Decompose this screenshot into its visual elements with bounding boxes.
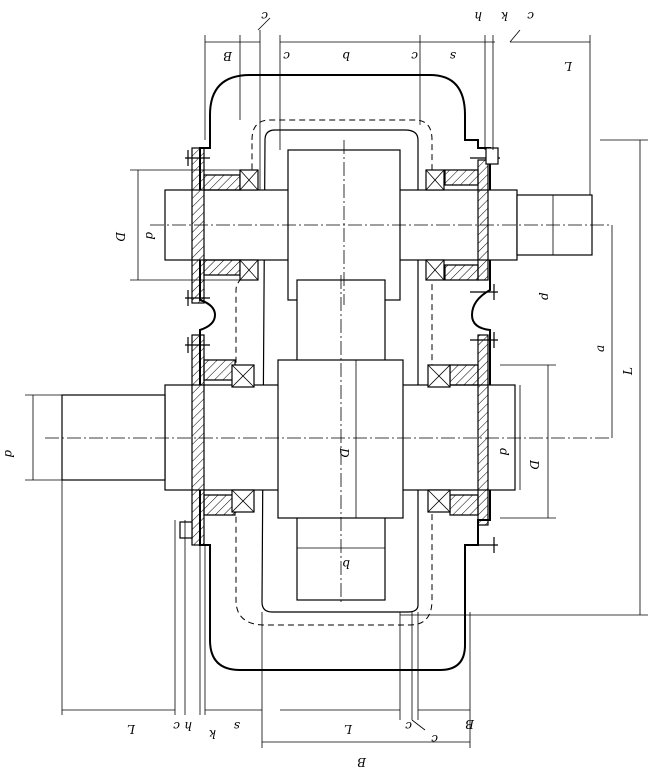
label-s-top: s	[450, 49, 456, 63]
label-d-left: d	[2, 450, 16, 458]
bearing-upper-right	[425, 169, 445, 281]
label-c-mid-top: c	[411, 49, 418, 63]
label-L-top: L	[564, 59, 573, 73]
inner-dashed-outline	[235, 119, 433, 626]
upper-right-cap	[477, 159, 489, 281]
lower-left-cover	[203, 359, 236, 381]
label-B-bottom-right: B	[465, 717, 475, 731]
upper-left-cover	[203, 174, 241, 191]
upper-left-cover-b	[203, 259, 241, 276]
label-d-upper: d	[143, 232, 157, 240]
lower-left-cover-b	[203, 494, 236, 516]
label-c-bottom-right: c	[431, 732, 438, 746]
label-B-top: B	[223, 49, 233, 63]
dimension-lines	[25, 17, 648, 748]
inner-cavity	[261, 129, 419, 613]
label-c-bottom-left: c	[173, 719, 180, 733]
label-b-top: b	[342, 49, 350, 63]
lower-gear-hub	[277, 359, 404, 519]
upper-left-cap	[191, 147, 205, 304]
label-c-top: c	[261, 9, 268, 23]
label-D-gear: D	[337, 447, 351, 458]
label-c-h-top: c	[527, 9, 534, 23]
label-L-right: L	[621, 367, 635, 376]
label-a-right: a	[593, 345, 607, 352]
label-c-bottom-mid: c	[405, 719, 412, 733]
lower-left-cap	[191, 334, 205, 546]
bolts	[179, 147, 500, 553]
label-L-bottom-left: L	[127, 722, 136, 736]
label-k-top: k	[501, 9, 508, 23]
label-c-left-top: c	[283, 49, 290, 63]
label-B-bottom: B	[357, 755, 367, 769]
lower-right-cap	[477, 334, 489, 526]
lower-shaft-extension	[61, 394, 166, 481]
label-b-gear: b	[342, 557, 350, 571]
lower-right-cover-b	[449, 494, 479, 516]
label-h-top: h	[474, 9, 482, 23]
label-h-bottom: h	[184, 719, 192, 733]
label-d-lower: d	[497, 448, 511, 456]
label-D-lower: D	[527, 459, 541, 470]
label-d-upper-right: d	[537, 292, 551, 300]
upper-right-cover	[444, 169, 479, 186]
label-L-bottom-mid: L	[344, 722, 353, 736]
lower-right-cover	[449, 364, 479, 386]
upper-right-cover-b	[444, 264, 479, 281]
bearing-lower-left	[231, 364, 255, 513]
bearing-lower-right	[427, 364, 451, 513]
label-D-upper: D	[113, 231, 127, 242]
bearing-upper-left	[239, 169, 259, 281]
label-s-bottom: s	[234, 719, 240, 733]
label-k-bottom: k	[209, 727, 216, 741]
